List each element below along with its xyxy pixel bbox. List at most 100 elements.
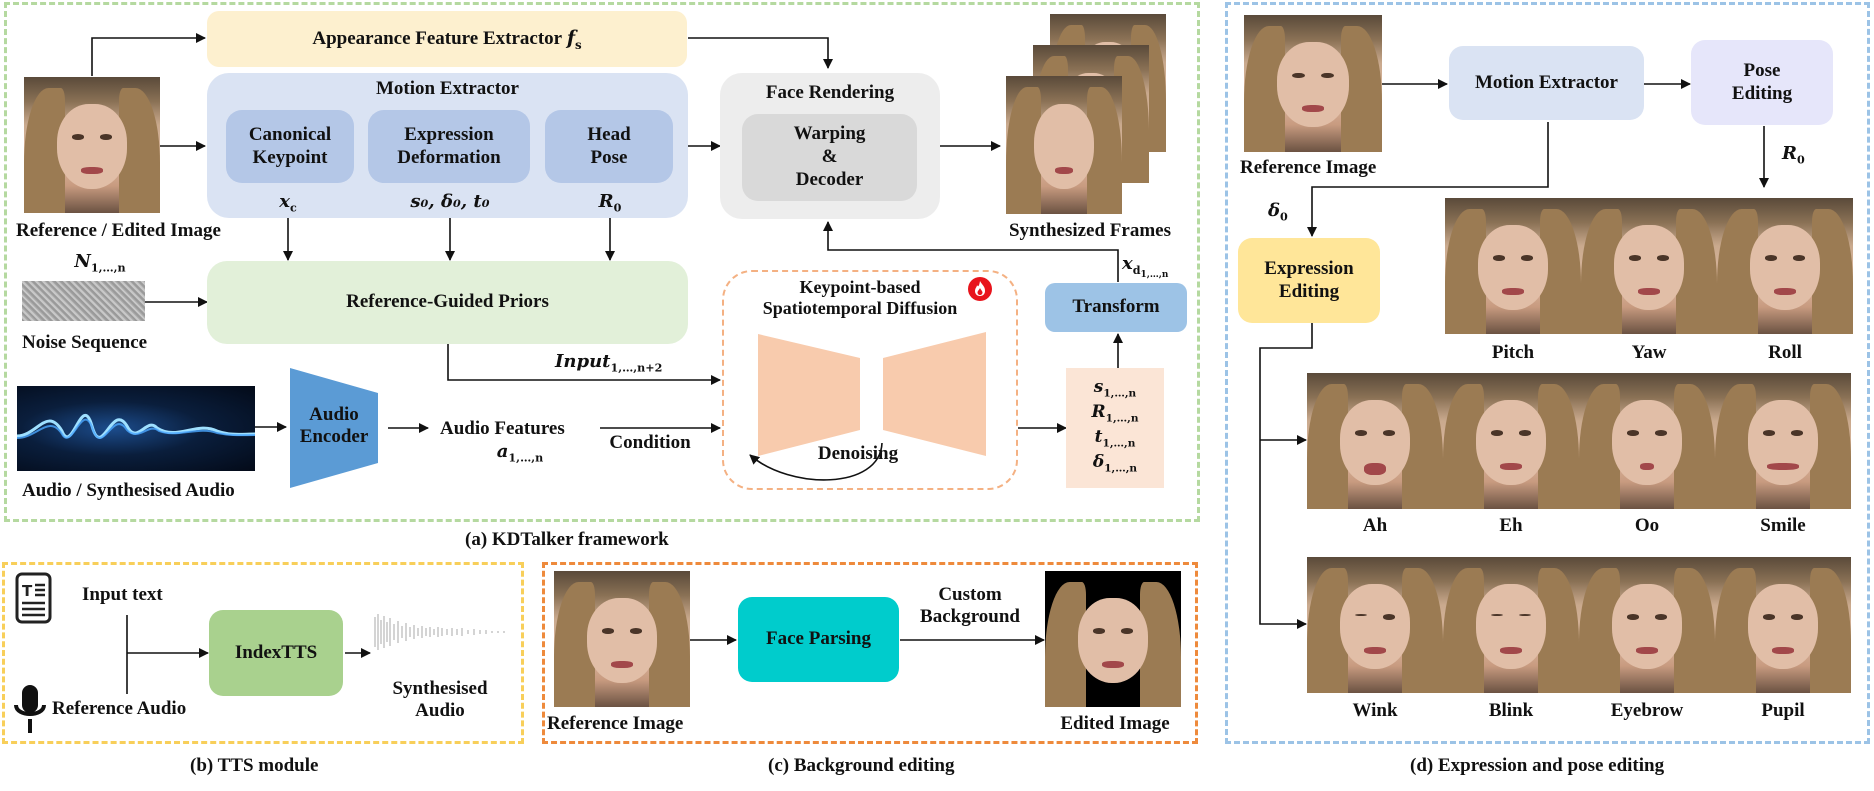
unet-decoder [883,332,986,456]
svg-text:T: T [22,582,33,600]
fire-icon [968,277,992,301]
appearance-extractor-label: Appearance Feature Extractor [312,27,563,49]
canonical-keypoint-line2: Keypoint [252,146,328,168]
synthesized-frames-label: Synthesized Frames [1008,220,1171,241]
panel-a-kdtalker-framework [4,2,1200,522]
appearance-symbol: fs [566,26,582,52]
microphone-icon [14,685,46,733]
param-r: R1,…,n [1091,402,1139,425]
condition-label: Condition [609,432,691,453]
pose-label-roll: Roll [1768,342,1802,363]
face-parsing-box: Face Parsing [738,597,899,682]
expression-editing-box: Expression Editing [1238,238,1380,323]
expression-label-pupil: Pupil [1761,700,1805,721]
expression-result-smile [1715,373,1851,509]
audio-wave-graphic [16,414,256,439]
reference-image-label-d: Reference Image [1240,157,1377,178]
indextts-box: IndexTTS [209,610,343,696]
pose-label-yaw: Yaw [1631,342,1667,363]
expression-deformation-box: Expression Deformation [368,110,530,183]
expression-label-eyebrow: Eyebrow [1610,700,1684,721]
s0-delta0-t0-symbol: s₀, δ₀, t₀ [410,191,490,212]
pose-editing-line1: Pose [1743,59,1781,81]
expression-result-oo [1579,373,1715,509]
param-delta: δ1,…,n [1092,452,1138,475]
pose-editing-line2: Editing [1731,82,1793,104]
r0-symbol-d: R0 [1782,143,1805,167]
pose-result-yaw [1581,198,1717,334]
warping-label: Warping [793,123,866,145]
diffusion-module [722,270,1018,490]
panel-b-caption: (b) TTS module [190,755,319,776]
pose-label-pitch: Pitch [1491,342,1535,363]
edited-image-label: Edited Image [1060,713,1170,734]
expression-result-blink [1443,557,1579,693]
expression-label-smile: Smile [1760,515,1806,536]
reference-guided-priors: Reference-Guided Priors [207,261,688,344]
expression-label-ah: Ah [1362,515,1388,536]
expression-editing-line2: Editing [1278,280,1340,302]
transform-label: Transform [1072,296,1160,318]
reference-image-c [554,571,690,707]
indextts-label: IndexTTS [234,641,318,663]
reference-audio-label: Reference Audio [52,698,187,719]
reference-image-d [1244,15,1382,152]
panel-c-background-editing [542,562,1198,744]
head-pose-line2: Pose [590,146,628,168]
audio-label: Audio / Synthesised Audio [22,480,235,501]
unet-encoder [758,334,860,456]
head-pose-box: Head Pose [545,110,673,183]
panel-c-caption: (c) Background editing [768,755,955,776]
motion-extractor-d: Motion Extractor [1449,46,1644,120]
xc-symbol: xc [279,191,297,215]
edited-image [1045,571,1181,707]
expression-result-pupil [1715,557,1851,693]
expression-result-ah [1307,373,1443,509]
expression-result-wink [1307,557,1443,693]
reference-image-label-c: Reference Image [547,713,684,734]
pose-editing-box: Pose Editing [1691,40,1833,125]
canonical-keypoint-line1: Canonical [248,123,332,145]
noise-sequence-image [22,281,145,321]
param-t: t1,…,n [1094,427,1136,450]
priors-label: Reference-Guided Priors [346,291,549,313]
noise-sequence-label: Noise Sequence [22,332,148,353]
expression-label-oo: Oo [1634,515,1660,536]
input-text-label: Input text [82,584,163,605]
head-pose-line1: Head [587,123,631,145]
face-rendering-title: Face Rendering [765,82,895,103]
pose-result-pitch [1445,198,1581,334]
delta0-symbol-d: δ0 [1268,200,1288,224]
reference-edited-image-label: Reference / Edited Image [16,220,221,241]
panel-d-caption: (d) Expression and pose editing [1410,755,1665,776]
audio-waveform-image [16,386,256,471]
text-document-icon: T [15,572,52,624]
canonical-keypoint-box: Canonical Keypoint [226,110,354,183]
synthesized-frame-1 [1006,76,1122,214]
audio-features-label: Audio Features [440,418,565,439]
param-s: s1,…,n [1093,377,1137,400]
motion-extractor-title: Motion Extractor [376,78,519,99]
expression-label-blink: Blink [1488,700,1534,721]
reference-image-a [24,77,160,213]
face-parsing-label: Face Parsing [765,628,871,650]
expression-label-wink: Wink [1352,700,1398,721]
expression-editing-line1: Expression [1264,257,1354,279]
xd-symbol: xd1,…,n [1122,253,1169,280]
audio-encoder [290,368,378,488]
panel-a-caption: (a) KDTalker framework [465,529,669,550]
transform-box: Transform [1045,283,1187,332]
denoising-label: Denoising [817,443,899,464]
panel-d-expression-pose-editing [1225,2,1870,744]
expression-result-eyebrow [1579,557,1715,693]
appearance-feature-extractor: Appearance Feature Extractor fs [207,11,687,67]
audio-features-symbol: a1,…,n [496,441,544,465]
panel-b-tts-module [2,562,524,744]
expression-deformation-line2: Deformation [397,146,501,168]
motion-params-box [1066,368,1164,488]
synthesised-audio-waveform [374,614,505,650]
pose-result-roll [1717,198,1853,334]
